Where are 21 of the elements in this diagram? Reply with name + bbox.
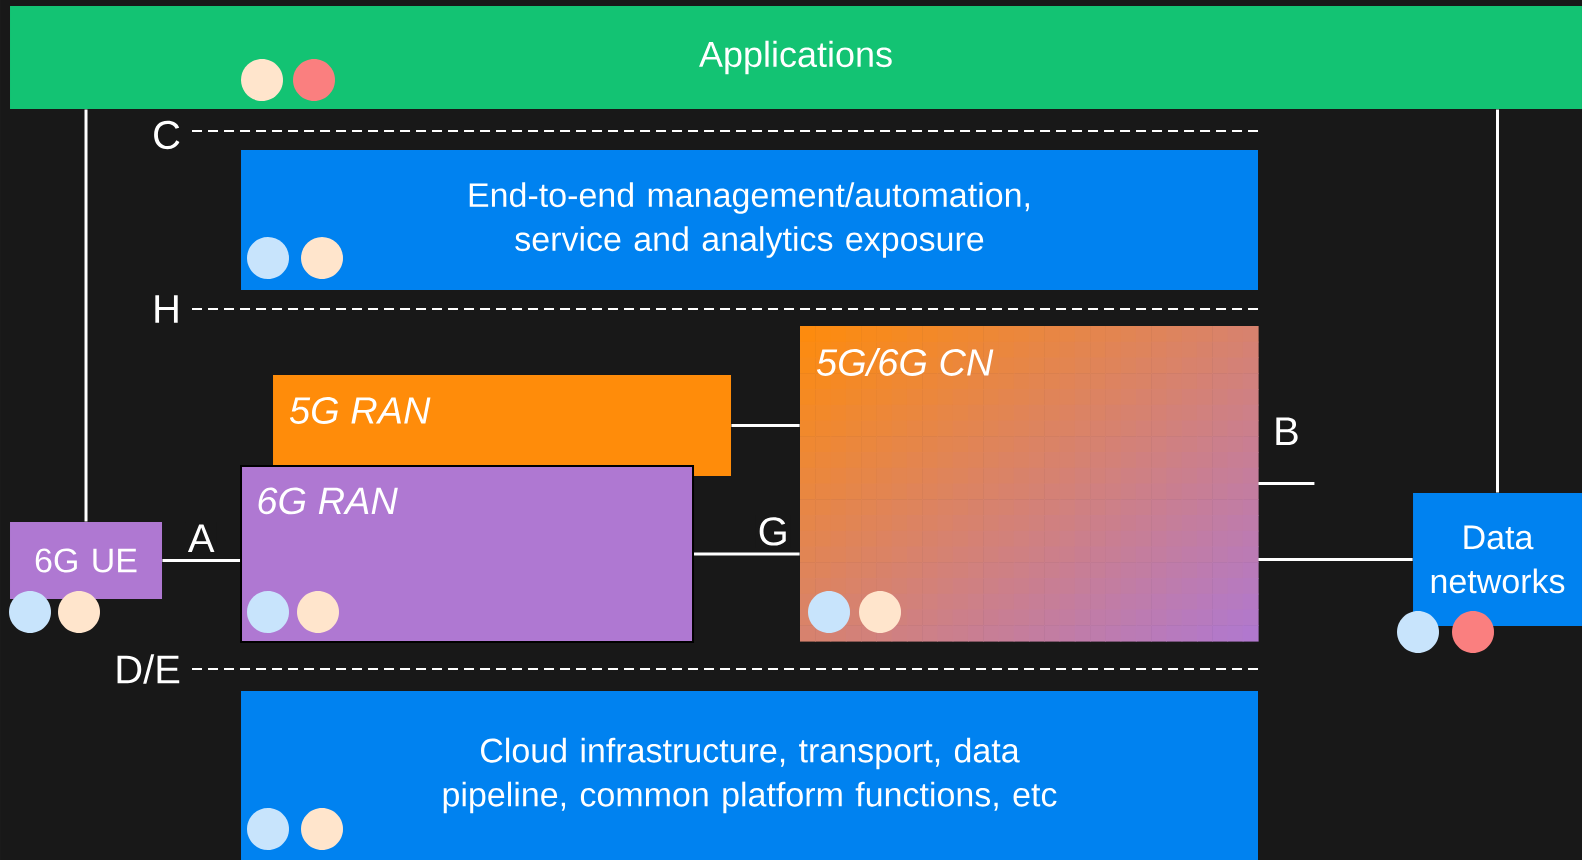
connector-line bbox=[162, 559, 240, 562]
layer-box: End-to-end management/automation, service and analytics exposure bbox=[241, 150, 1258, 290]
network-box: Data networks bbox=[1413, 493, 1582, 626]
interface-label: G bbox=[759, 517, 786, 546]
device-box: 6G UE bbox=[10, 522, 162, 599]
connector-line bbox=[1258, 482, 1315, 485]
layer-box: Cloud infrastructure, transport, data pipeline, common platform functions, etc bbox=[241, 691, 1258, 860]
interface-label: B bbox=[1276, 417, 1298, 446]
layer-band: Applications bbox=[10, 6, 1582, 109]
core-network-box: 5G/6G CN bbox=[800, 326, 1259, 642]
connector-line bbox=[694, 552, 800, 556]
connector-line bbox=[84, 109, 88, 522]
interface-label: H bbox=[155, 295, 178, 323]
connector-line bbox=[731, 424, 800, 427]
ran-box: 6G RAN bbox=[240, 465, 694, 643]
interface-label: A bbox=[187, 524, 215, 553]
interface-label: C bbox=[154, 120, 180, 150]
node-label: 5G/6G CN bbox=[816, 347, 994, 376]
interface-label: D/E bbox=[117, 654, 180, 684]
connector-line bbox=[1258, 558, 1413, 561]
connector-line bbox=[1496, 109, 1499, 493]
